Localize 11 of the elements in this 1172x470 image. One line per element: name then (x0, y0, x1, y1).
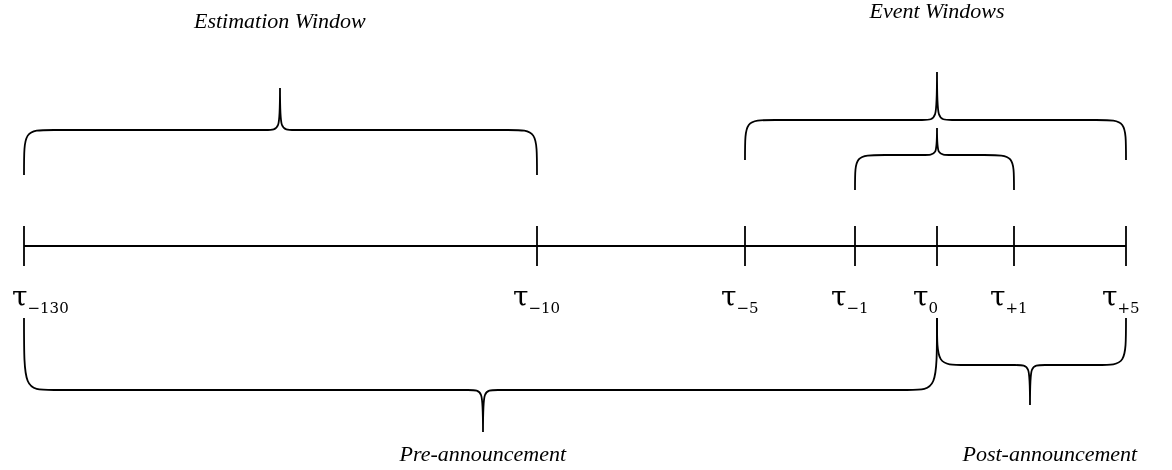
period-label: Post-announcement (962, 443, 1138, 465)
tick-label: τ$_{+5}$ (1102, 283, 1140, 316)
tick-label: τ$_{−1}$ (831, 283, 869, 316)
tick-label: τ$_{+1}$ (990, 283, 1028, 316)
bracket-label: Estimation Window (194, 10, 366, 32)
period-label: Pre-announcement (399, 443, 567, 465)
tick-label: τ$_{−130}$ (12, 283, 69, 316)
tick-label: τ$_{−5}$ (721, 283, 759, 316)
tick-label: τ$_{−10}$ (513, 283, 561, 316)
bracket-label: Event Windows (869, 0, 1005, 22)
tick-label: τ$_{0}$ (913, 283, 939, 316)
